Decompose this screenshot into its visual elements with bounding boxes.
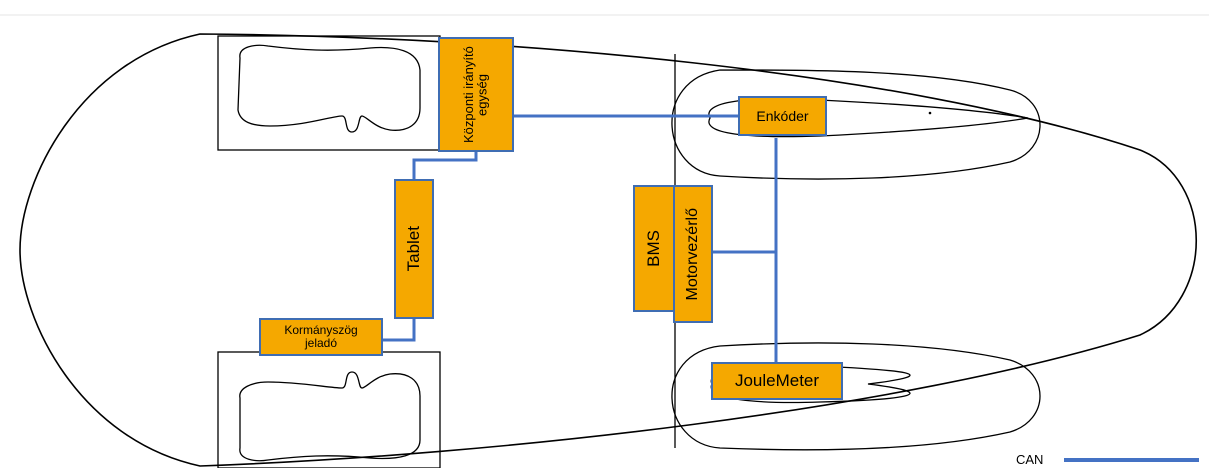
bms-label: BMS bbox=[644, 230, 664, 267]
steering-sensor-label: Kormányszög jeladó bbox=[284, 323, 358, 350]
central-control-unit-label: Központi irányító egység bbox=[461, 46, 490, 143]
encoder-label: Enkóder bbox=[756, 107, 809, 124]
legend-can-swatch bbox=[1064, 458, 1199, 462]
seat-bottom-frame bbox=[217, 351, 441, 468]
tablet-label: Tablet bbox=[404, 226, 424, 272]
seat-bottom-shape bbox=[239, 371, 421, 462]
can-line-tablet-steering bbox=[382, 318, 416, 342]
seat-top-shape bbox=[237, 44, 421, 133]
encoder-box: Enkóder bbox=[738, 96, 827, 136]
joulemeter-box: JouleMeter bbox=[711, 362, 843, 400]
central-control-unit-box: Központi irányító egység bbox=[438, 37, 514, 152]
motor-controller-label: Motorvezérlő bbox=[683, 207, 701, 301]
can-line-central-tablet bbox=[412, 150, 478, 180]
steering-sensor-box: Kormányszög jeladó bbox=[259, 318, 383, 356]
tablet-box: Tablet bbox=[394, 179, 434, 319]
bms-box: BMS bbox=[633, 185, 675, 312]
seat-top-frame bbox=[217, 35, 441, 151]
joulemeter-label: JouleMeter bbox=[734, 371, 820, 391]
car-body-outline bbox=[19, 33, 1197, 467]
motor-controller-box: Motorvezérlő bbox=[673, 185, 713, 323]
wheel-well-top-dot bbox=[928, 111, 932, 115]
wheel-well-top-outer bbox=[671, 69, 1041, 180]
wheel-well-bottom-outer bbox=[671, 342, 1041, 451]
legend-can-label: CAN bbox=[1016, 452, 1044, 467]
